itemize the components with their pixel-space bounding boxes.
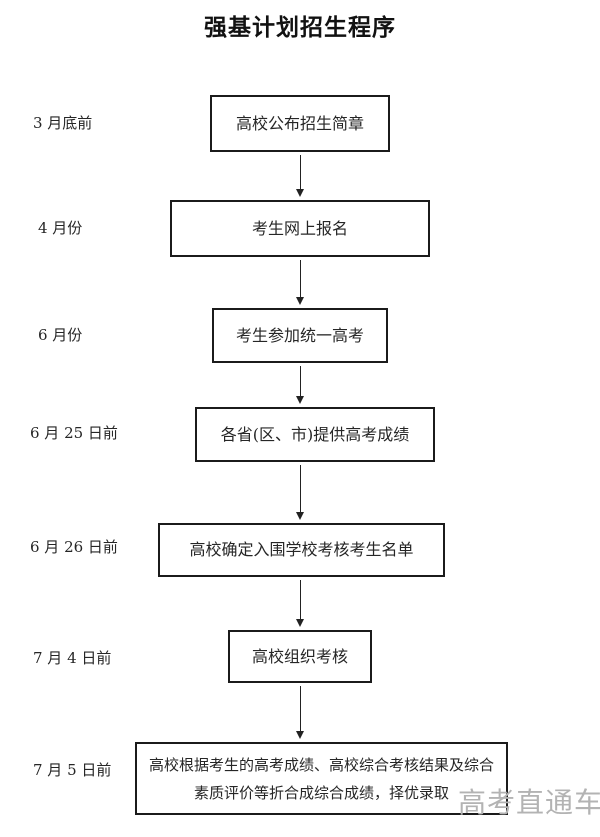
flow-step-box: 高校公布招生简章 <box>210 95 390 152</box>
arrow-down-icon <box>295 155 306 197</box>
arrowhead-icon <box>296 512 304 520</box>
step-time-label: 4 月份 <box>38 219 83 237</box>
arrowhead-icon <box>296 619 304 627</box>
arrowhead-icon <box>296 731 304 739</box>
step-time-label: 6 月份 <box>38 326 83 344</box>
arrowhead-icon <box>296 297 304 305</box>
arrow-shaft <box>300 686 301 732</box>
flow-step-box: 高校确定入围学校考核考生名单 <box>158 523 445 577</box>
arrow-shaft <box>300 366 301 397</box>
page-title: 强基计划招生程序 <box>204 15 396 41</box>
step-time-label: 3 月底前 <box>33 114 93 132</box>
arrow-down-icon <box>295 686 306 739</box>
arrow-down-icon <box>295 580 306 627</box>
flow-step-box: 高校组织考核 <box>228 630 372 683</box>
arrow-down-icon <box>295 366 306 404</box>
arrow-down-icon <box>295 260 306 305</box>
flow-step-box: 高校根据考生的高考成绩、高校综合考核结果及综合素质评价等折合成综合成绩，择优录取 <box>135 742 508 815</box>
arrowhead-icon <box>296 396 304 404</box>
watermark-text: 高考直通车 <box>458 786 600 819</box>
arrow-shaft <box>300 465 301 513</box>
step-time-label: 6 月 25 日前 <box>30 424 118 442</box>
arrow-down-icon <box>295 465 306 520</box>
flow-step-box: 各省(区、市)提供高考成绩 <box>195 407 435 462</box>
arrow-shaft <box>300 155 301 190</box>
arrow-shaft <box>300 260 301 298</box>
arrowhead-icon <box>296 189 304 197</box>
flow-step-box: 考生参加统一高考 <box>212 308 388 363</box>
flow-step-box: 考生网上报名 <box>170 200 430 257</box>
step-time-label: 7 月 5 日前 <box>33 761 112 779</box>
step-time-label: 6 月 26 日前 <box>30 538 118 556</box>
step-time-label: 7 月 4 日前 <box>33 649 112 667</box>
arrow-shaft <box>300 580 301 620</box>
